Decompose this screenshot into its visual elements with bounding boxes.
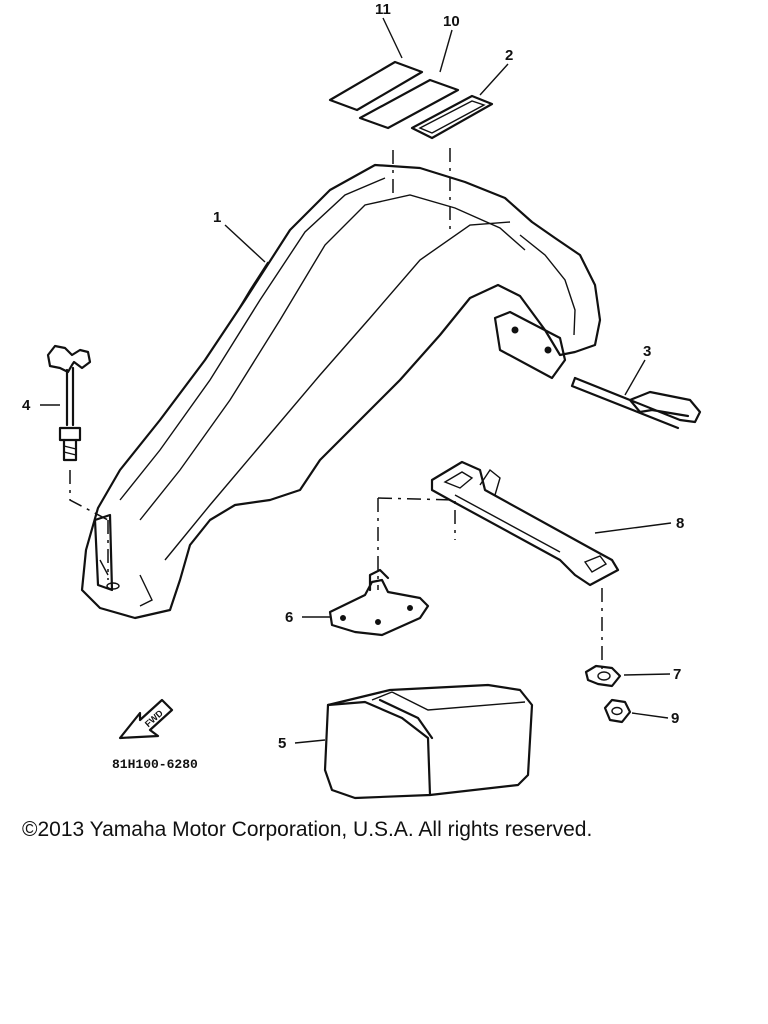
rod-part-3 — [570, 376, 702, 430]
decal-part-11 — [328, 60, 424, 112]
plate-part-6 — [328, 568, 430, 637]
fender-part-1 — [80, 163, 602, 620]
clip-nut-part-7 — [584, 664, 622, 688]
callout-7: 7 — [673, 666, 681, 683]
bracket-part-8 — [430, 460, 620, 587]
callout-3: 3 — [643, 343, 651, 360]
decal-part-10 — [358, 78, 460, 130]
callout-1: 1 — [213, 209, 221, 226]
callout-4: 4 — [22, 397, 31, 414]
parts-diagram: FWD 81H100-6280 11 10 2 1 3 4 8 6 7 9 5 — [22, 1, 702, 800]
nut-part-9 — [603, 698, 632, 724]
callout-2: 2 — [505, 47, 513, 64]
callout-6: 6 — [285, 609, 293, 626]
copyright-notice: ©2013 Yamaha Motor Corporation, U.S.A. A… — [22, 818, 593, 841]
forward-arrow-icon: FWD — [118, 698, 174, 740]
leader-lines — [40, 17, 672, 744]
callout-9: 9 — [671, 710, 679, 727]
callout-5: 5 — [278, 735, 286, 752]
callout-10: 10 — [443, 13, 460, 30]
box-part-5 — [323, 683, 534, 800]
callout-8: 8 — [676, 515, 684, 532]
callout-11: 11 — [375, 1, 391, 18]
decal-part-2 — [410, 94, 494, 140]
part-code: 81H100-6280 — [112, 757, 198, 772]
bolt-part-4 — [46, 344, 92, 462]
